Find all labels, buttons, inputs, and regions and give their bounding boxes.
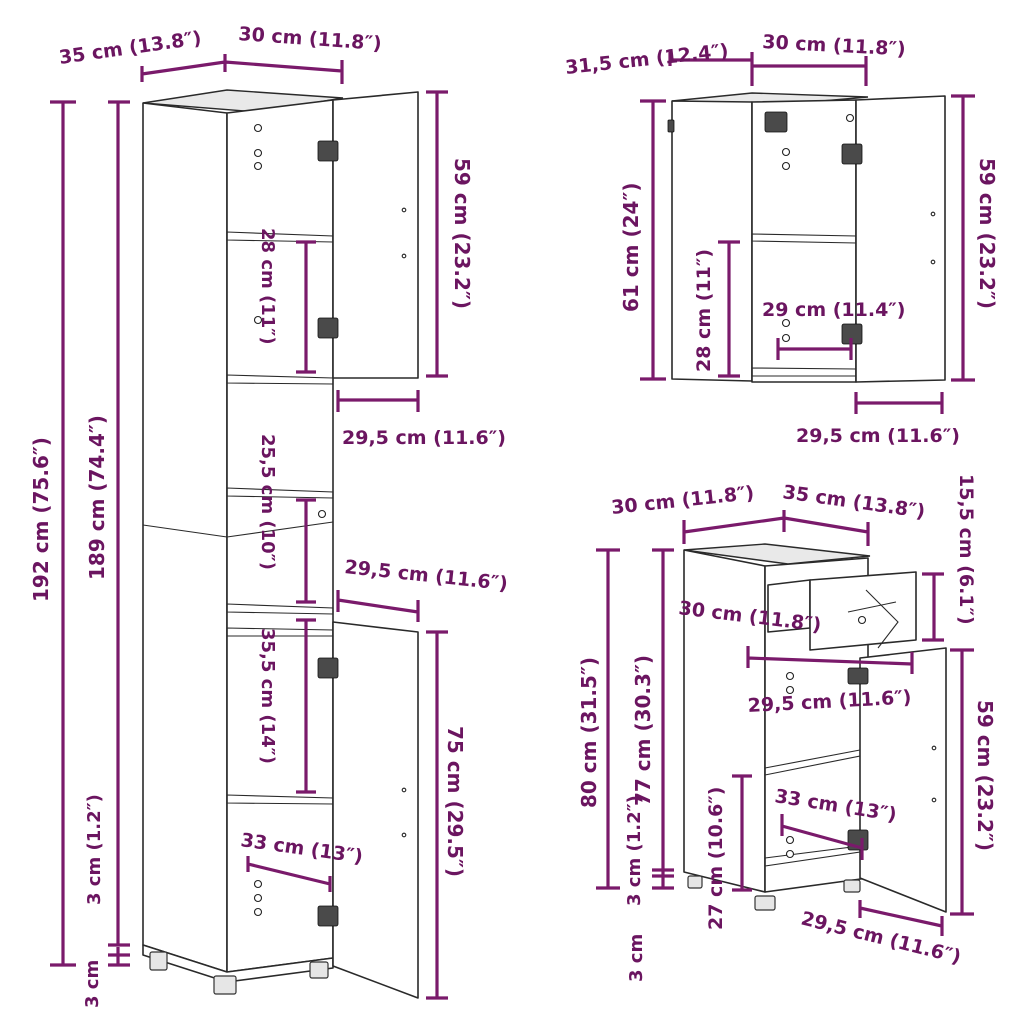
tall-cabinet-drawing: [142, 89, 419, 999]
tall-upper-door-height-label: 59 cm (23.2″): [450, 158, 474, 309]
tall-foot-3cm-label: 3 cm: [82, 960, 103, 1008]
drawer-cab-door-width-label: 29,5 cm (11.6″): [799, 908, 963, 969]
wall-door-width-label: 29,5 cm (11.6″): [796, 425, 960, 447]
drawer-cabinet-dimensions: [596, 510, 974, 936]
drawer-cab-door-height-label: 59 cm (23.2″): [973, 700, 997, 851]
drawer-cabinet-drawing: [683, 543, 947, 913]
wall-depth-label: 31,5 cm (12.4″): [564, 40, 729, 79]
tall-upper-door-width-label: 29,5 cm (11.6″): [342, 427, 506, 449]
tall-total-height-label: 192 cm (75.6″): [29, 437, 53, 602]
drawer-cab-foot-height-label: 3 cm (1.2″): [624, 795, 645, 906]
tall-body-height-label: 189 cm (74.4″): [85, 415, 109, 580]
drawer-cab-body-height-label: 77 cm (30.3″): [631, 655, 655, 806]
tall-lower-shelf-gap-label: 35,5 cm (14″): [257, 628, 278, 764]
wall-cabinet-dimensions: [640, 52, 975, 414]
drawer-cab-foot-3cm-label: 3 cm: [626, 934, 647, 982]
drawer-cab-shelf-gap-label: 27 cm (10.6″): [705, 787, 727, 930]
tall-depth-label: 35 cm (13.8″): [58, 27, 203, 69]
tall-lower-door-height-label: 75 cm (29.5″): [443, 726, 467, 877]
drawer-height-label: 15,5 cm (6.1″): [955, 474, 977, 625]
wall-total-height-label: 61 cm (24″): [619, 182, 643, 312]
tall-width-label: 30 cm (11.8″): [238, 23, 383, 55]
wall-width-label: 30 cm (11.8″): [762, 31, 906, 60]
wall-door-height-label: 59 cm (23.2″): [975, 158, 999, 309]
wall-shelf-gap-label: 28 cm (11″): [693, 249, 715, 372]
tall-cabinet-dimensions: [50, 54, 448, 1000]
wall-inner-width-label: 29 cm (11.4″): [762, 299, 905, 321]
tall-upper-shelf-gap-label: 28 cm (11″): [257, 228, 278, 345]
tall-open-shelf-width-label: 29,5 cm (11.6″): [343, 556, 508, 595]
wall-cabinet-drawing: [667, 92, 946, 383]
drawer-cab-total-height-label: 80 cm (31.5″): [577, 657, 601, 808]
drawer-cab-width-label: 30 cm (11.8″): [610, 482, 755, 519]
tall-foot-height-label: 3 cm (1.2″): [84, 794, 105, 905]
tall-open-shelf-gap-label: 25,5 cm (10″): [257, 434, 278, 570]
drawer-cab-depth-label: 35 cm (13.8″): [781, 481, 926, 523]
